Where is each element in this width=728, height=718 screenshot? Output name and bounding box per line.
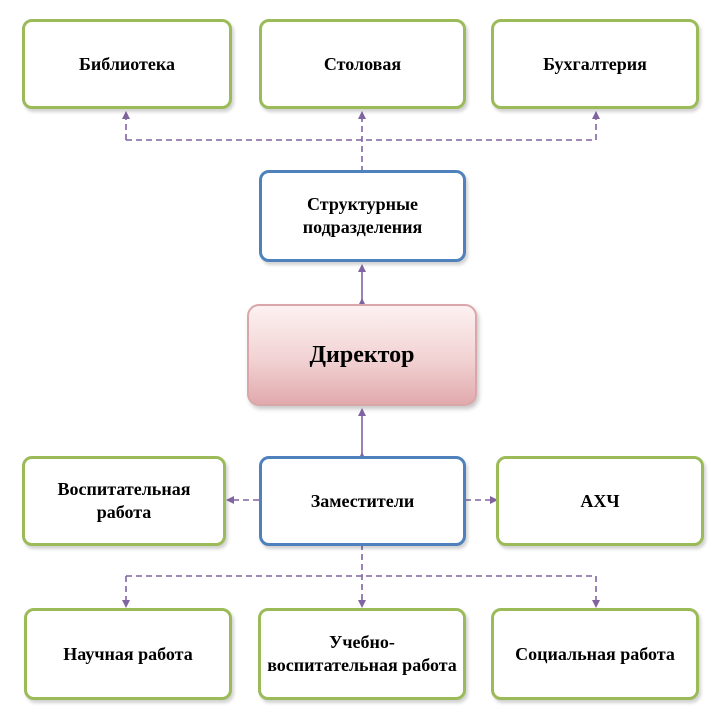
node-ahch-label: АХЧ <box>580 490 620 511</box>
node-uchebno-label: Учебно-воспитательная работа <box>267 632 457 675</box>
node-direktor-label: Директор <box>309 341 415 368</box>
node-stolovaya: Столовая <box>259 19 466 109</box>
node-strukturnye: Структурные подразделения <box>259 170 466 262</box>
top-connectors <box>122 111 600 172</box>
node-ahch: АХЧ <box>496 456 704 546</box>
node-vospitatelnaya-label: Воспитательная работа <box>57 479 191 522</box>
node-socialnaya-label: Социальная работа <box>515 643 675 664</box>
node-socialnaya: Социальная работа <box>491 608 699 700</box>
node-strukturnye-label: Структурные подразделения <box>302 194 423 237</box>
node-nauchnaya-label: Научная работа <box>63 643 193 664</box>
node-zamestiteli-label: Заместители <box>310 490 415 511</box>
node-zamestiteli: Заместители <box>259 456 466 546</box>
node-stolovaya-label: Столовая <box>323 53 402 74</box>
node-direktor: Директор <box>247 304 477 406</box>
node-uchebno: Учебно-воспитательная работа <box>258 608 466 700</box>
node-biblioteka-label: Библиотека <box>79 53 175 74</box>
node-buhgalteriya: Бухгалтерия <box>491 19 699 109</box>
node-nauchnaya: Научная работа <box>24 608 232 700</box>
bottom-connectors <box>122 544 600 608</box>
node-biblioteka: Библиотека <box>22 19 232 109</box>
node-buhgalteriya-label: Бухгалтерия <box>543 53 647 74</box>
node-vospitatelnaya: Воспитательная работа <box>22 456 226 546</box>
